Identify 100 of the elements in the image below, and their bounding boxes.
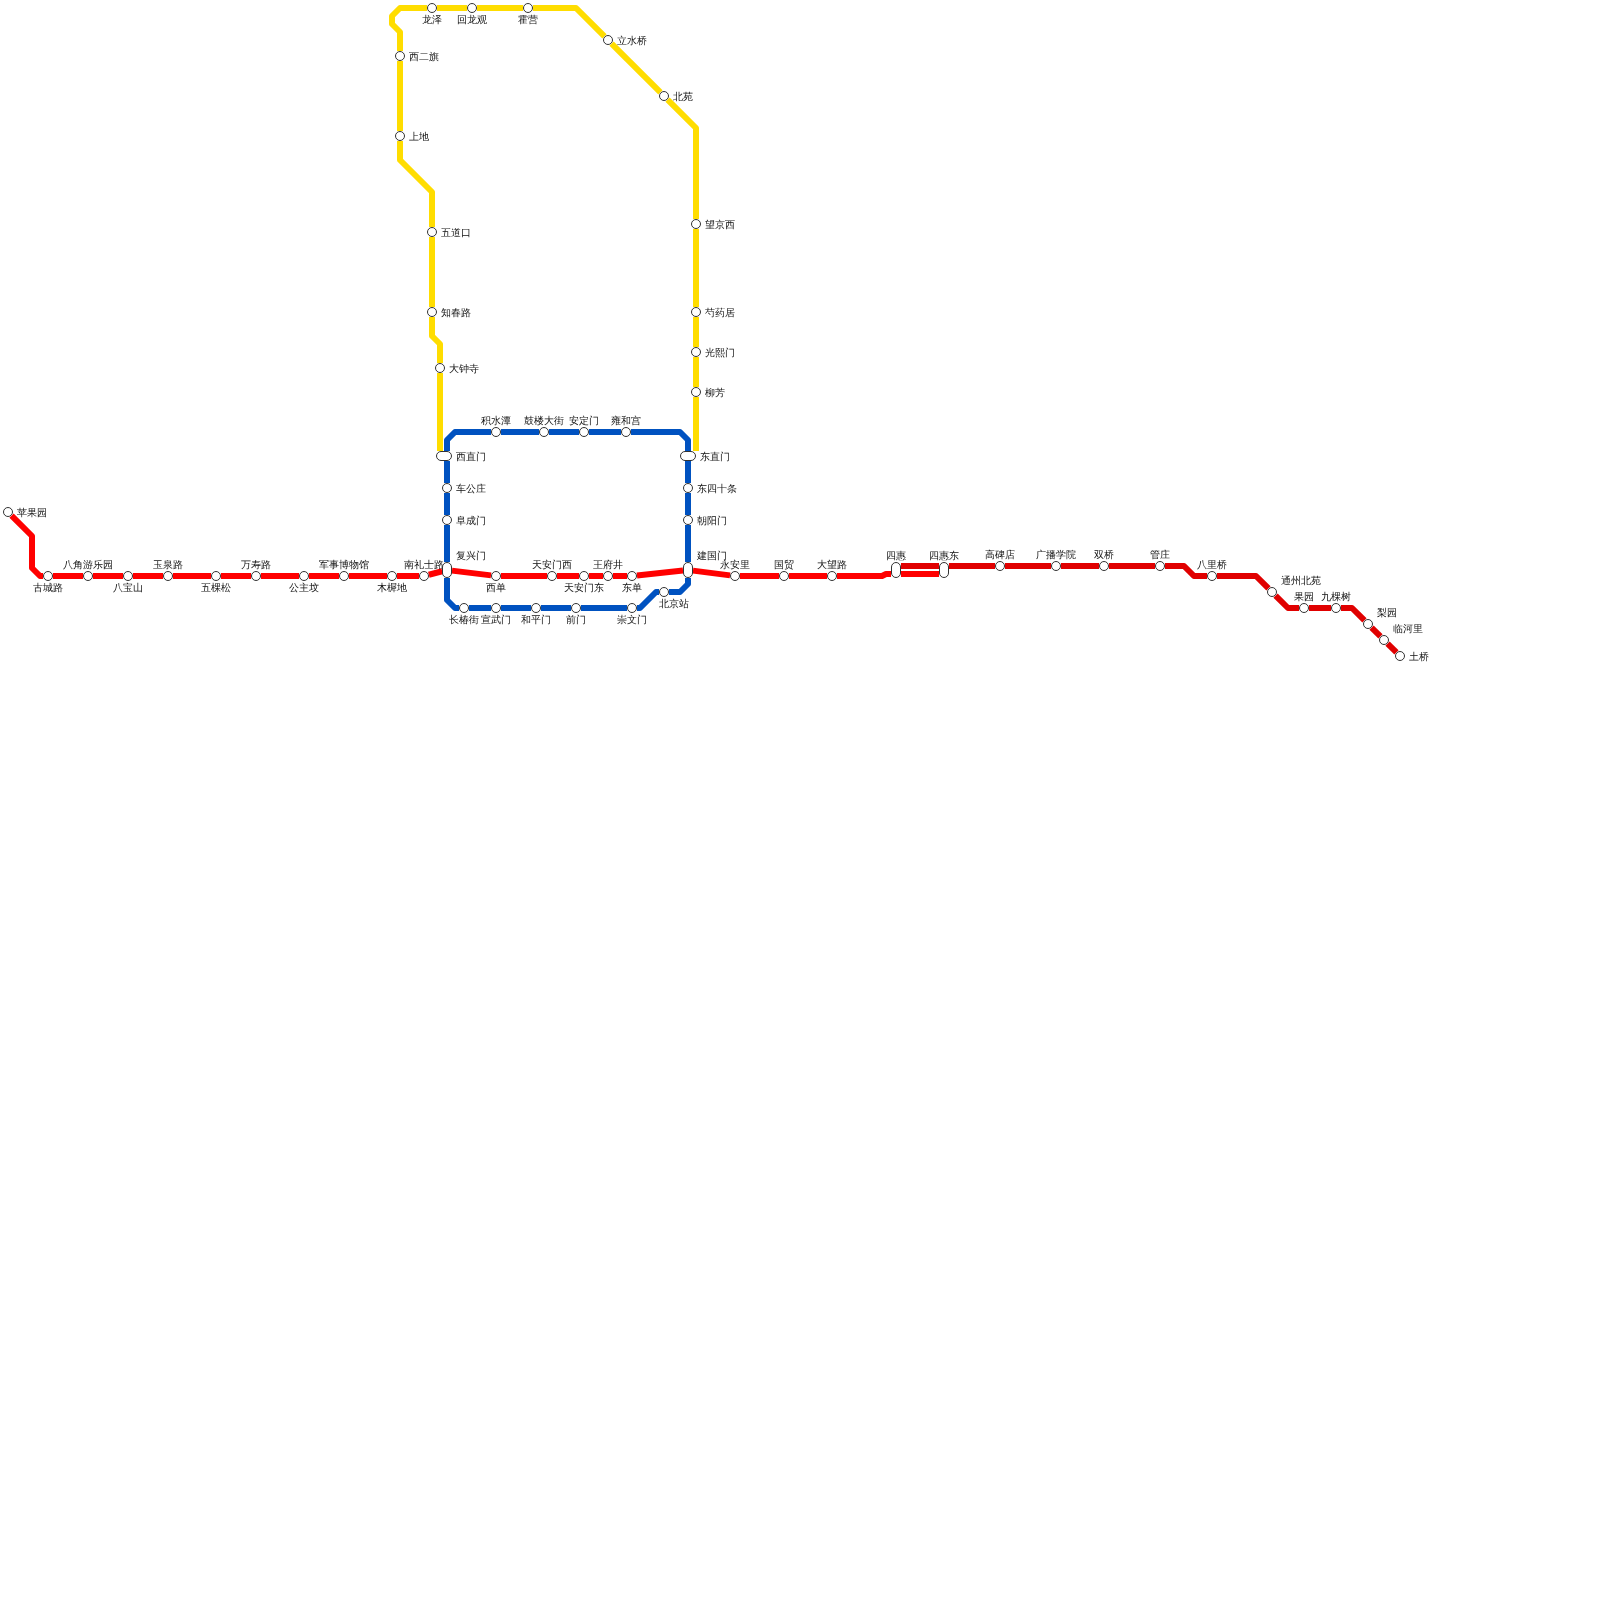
metro-line-segment <box>740 573 779 579</box>
metro-line-segment <box>1385 641 1399 655</box>
station-name: 宣武门 <box>481 614 511 625</box>
metro-line-segment <box>173 573 211 579</box>
station-name: 龙泽 <box>422 14 442 25</box>
station-name: 永安里 <box>720 559 750 570</box>
station-name: 芍药居 <box>705 306 735 318</box>
metro-line-segment <box>437 5 467 11</box>
station-name: 长椿街 <box>449 614 479 625</box>
station-name: 西直门 <box>456 450 486 462</box>
metro-line-segment <box>429 317 443 363</box>
metro-line-segment <box>685 493 691 515</box>
metro-line-segment <box>1109 563 1155 569</box>
station-name: 知春路 <box>441 306 471 318</box>
metro-line-segment <box>589 573 603 579</box>
metro-line-segment <box>1369 625 1383 639</box>
station-name: 公主坟 <box>289 582 319 593</box>
station-name: 天安门西 <box>532 559 572 570</box>
metro-line-segment <box>1061 563 1099 569</box>
metro-line-segment <box>93 573 123 579</box>
metro-line-segment <box>397 573 419 579</box>
station-name: 木樨地 <box>377 582 407 593</box>
metro-line-segment <box>397 141 435 227</box>
station-name: 双桥 <box>1094 549 1114 560</box>
metro-line-segment <box>901 571 939 577</box>
metro-line-segment <box>444 578 459 611</box>
metro-line-segment <box>53 573 83 579</box>
station-name: 朝阳门 <box>697 514 727 526</box>
station-name: 军事博物馆 <box>319 559 369 570</box>
metro-line-segment <box>637 589 659 611</box>
station-name: 车公庄 <box>456 482 486 494</box>
metro-line-segment <box>533 5 607 39</box>
station-name: 北苑 <box>673 90 693 102</box>
metro-line-segment <box>549 429 579 435</box>
metro-line-segment <box>1005 563 1051 569</box>
metro-line-segment <box>557 573 579 579</box>
metro-line-segment <box>949 563 995 569</box>
station-name: 安定门 <box>569 415 599 426</box>
station-name: 果园 <box>1294 591 1314 602</box>
station-name: 高碑店 <box>985 549 1015 560</box>
metro-line-segment <box>444 525 450 562</box>
station-name: 立水桥 <box>617 34 647 46</box>
metro-line-segment <box>581 605 627 611</box>
metro-line-segment <box>444 429 491 451</box>
metro-line-segment <box>429 237 435 307</box>
metro-line-segment <box>261 573 299 579</box>
station-name: 大望路 <box>817 559 847 570</box>
metro-line-segment <box>309 573 339 579</box>
metro-line-segment <box>9 513 43 579</box>
station-name: 玉泉路 <box>153 559 183 570</box>
metro-line-segment <box>1309 605 1331 611</box>
metro-line-segment <box>631 429 691 451</box>
metro-line-segment <box>444 493 450 515</box>
metro-line-segment <box>451 567 492 579</box>
station-name: 鼓楼大街 <box>524 415 564 426</box>
station-name: 东单 <box>622 582 642 593</box>
station-name: 建国门 <box>697 550 727 561</box>
station-name: 四惠东 <box>929 550 959 561</box>
metro-line-segment <box>428 568 443 578</box>
metro-line-segment <box>693 229 699 307</box>
station-name: 和平门 <box>521 614 551 625</box>
station-name: 光熙门 <box>705 346 735 358</box>
metro-line-segment <box>692 567 731 579</box>
station-name: 东四十条 <box>697 482 737 494</box>
station-name: 积水潭 <box>481 415 511 426</box>
metro-line-segment <box>349 573 387 579</box>
station-name: 西二旗 <box>409 50 439 62</box>
station-name: 苹果园 <box>17 506 47 518</box>
metro-line-segment <box>221 573 251 579</box>
metro-line-segment <box>477 5 523 11</box>
metro-line-segment <box>589 429 621 435</box>
station-name: 五道口 <box>441 226 471 238</box>
metro-line-segment <box>693 397 699 451</box>
station-name: 天安门东 <box>564 582 604 593</box>
metro-line-segment <box>693 317 699 347</box>
station-name: 崇文门 <box>617 614 647 625</box>
station-name: 八里桥 <box>1197 559 1227 570</box>
station-name: 八角游乐园 <box>63 559 113 570</box>
metro-line-segment <box>541 605 571 611</box>
station-name: 四惠 <box>886 550 906 561</box>
metro-line-segment <box>669 578 691 595</box>
metro-line-segment <box>685 525 691 562</box>
metro-line-segment <box>665 97 699 219</box>
metro-line-segment <box>837 571 891 579</box>
station-name: 土桥 <box>1409 650 1429 662</box>
metro-line-segment <box>1273 593 1299 611</box>
station-name: 五棵松 <box>201 582 231 593</box>
station-name: 东直门 <box>700 450 730 462</box>
station-name: 大钟寺 <box>449 362 479 374</box>
station-name: 复兴门 <box>456 550 486 561</box>
station-name: 梨园 <box>1377 607 1397 618</box>
metro-line-segment <box>636 567 684 579</box>
station-name: 临河里 <box>1393 623 1423 634</box>
metro-line-segment <box>1341 605 1367 623</box>
metro-line-segment <box>444 461 450 483</box>
station-name: 八宝山 <box>113 582 143 593</box>
station-name: 管庄 <box>1150 549 1170 560</box>
station-name: 九棵树 <box>1321 591 1351 602</box>
metro-line-segment <box>1165 563 1207 579</box>
metro-line-segment <box>397 61 403 131</box>
